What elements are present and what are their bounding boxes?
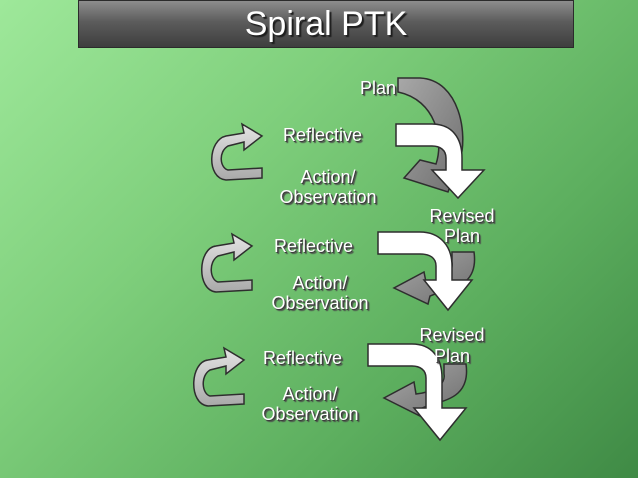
action-label-3-line2: Observation [261,404,359,424]
reflective-label-2: Reflective [274,236,354,256]
action-label-1-line2: Observation [279,187,377,207]
reflective-label-3: Reflective [263,348,343,368]
bent-arrow-reflective-to-next [367,343,468,442]
u-turn-arrow-3 [193,346,246,407]
revised-plan-label-1-line2: Plan [443,226,481,246]
plan-label: Plan [360,78,397,98]
action-label-1-line1: Action/ [300,167,356,187]
slide-title: Spiral PTK [244,5,408,43]
revised-plan-label-2-line2: Plan [433,346,471,366]
action-label-2-line2: Observation [271,293,369,313]
revised-plan-label-2-line1: Revised [419,325,485,345]
u-turn-arrow-2 [201,232,254,293]
bent-arrow-reflective-to-revised-2 [377,231,474,312]
bent-arrow-reflective-to-revised-1 [395,123,486,200]
revised-plan-label-1-line1: Revised [429,206,495,226]
action-label-2-line1: Action/ [292,273,348,293]
action-label-3-line1: Action/ [282,384,338,404]
u-turn-arrow-1 [211,122,264,181]
title-bar: Spiral PTK [78,0,574,48]
reflective-label-1: Reflective [283,125,363,145]
